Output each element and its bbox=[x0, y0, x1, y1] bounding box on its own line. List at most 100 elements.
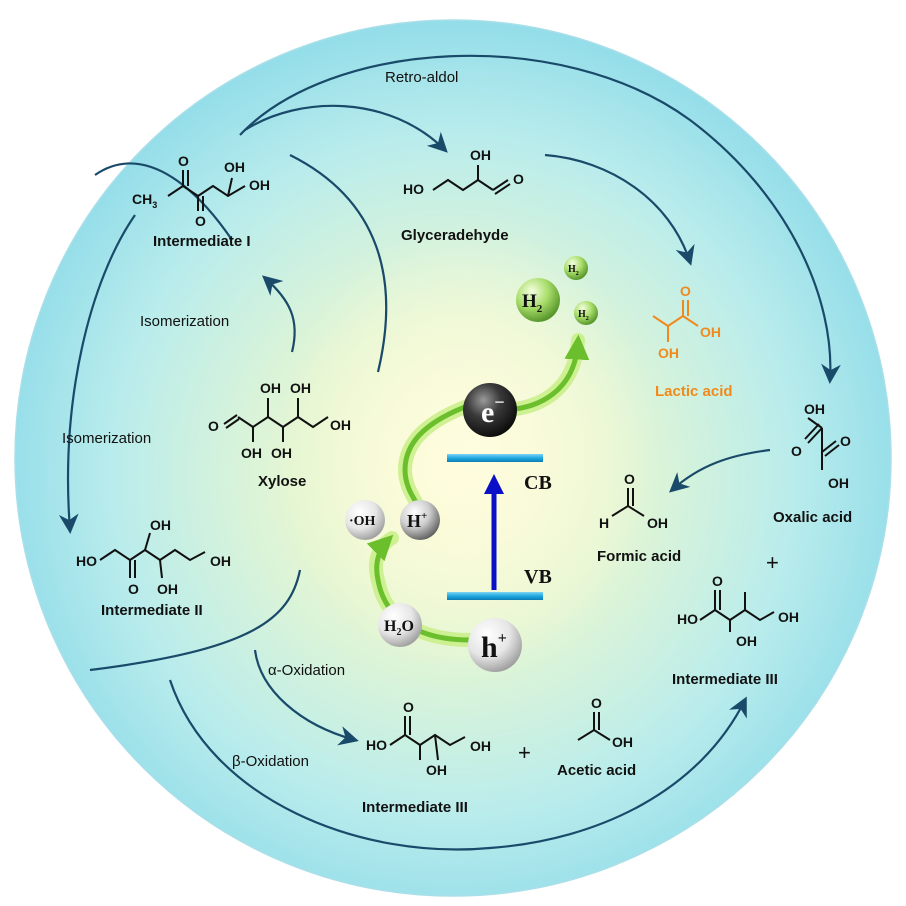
atom-label: O bbox=[178, 153, 189, 169]
proton-sphere bbox=[400, 500, 440, 540]
hydrogen-label-large: H2 bbox=[522, 291, 543, 315]
electron-to-proton-arrow bbox=[402, 402, 471, 511]
beta-oxidation-label: β-Oxidation bbox=[232, 753, 309, 770]
atom-label: OH bbox=[736, 633, 757, 649]
oxalic-acid-label: Oxalic acid bbox=[773, 509, 852, 526]
arc-intermediate-2 bbox=[89, 569, 302, 672]
atom-label: O bbox=[680, 283, 691, 299]
arrow-to-oxalic-acid bbox=[239, 54, 841, 384]
hydroxyl-radical-sphere bbox=[345, 500, 385, 540]
hole-sphere bbox=[468, 618, 522, 672]
alpha-oxidation-label: α-Oxidation bbox=[268, 662, 345, 679]
intermediate-3-bottom-label: Intermediate III bbox=[362, 799, 468, 816]
retro-aldol-label: Retro-aldol bbox=[385, 69, 458, 86]
xylose-label: Xylose bbox=[258, 473, 306, 490]
arrow-to-lactic-acid bbox=[544, 153, 695, 266]
intermediate-3-right-structure bbox=[699, 590, 775, 632]
atom-label: OH bbox=[249, 177, 270, 193]
atom-label: OH bbox=[804, 401, 825, 417]
hydrogen-label-small-1: H2 bbox=[568, 264, 579, 277]
acetic-acid-label: Acetic acid bbox=[557, 762, 636, 779]
water-label: H2O bbox=[384, 618, 414, 638]
glyceraldehyde-label: Glyceradehyde bbox=[401, 227, 509, 244]
intermediate-2-label: Intermediate II bbox=[101, 602, 203, 619]
atom-label: O bbox=[791, 443, 802, 459]
atom-label: OH bbox=[260, 380, 281, 396]
electron-label: e− bbox=[481, 392, 505, 429]
arrow-alpha-oxidation bbox=[253, 649, 359, 746]
formic-acid-structure bbox=[611, 488, 645, 517]
atom-label: O bbox=[624, 471, 635, 487]
conduction-band-label: CB bbox=[524, 472, 552, 494]
atom-label: OH bbox=[330, 417, 351, 433]
pathway-arrows bbox=[58, 54, 841, 851]
hole-oxidation-arrow bbox=[366, 534, 471, 643]
atom-label: OH bbox=[224, 159, 245, 175]
atom-label: OH bbox=[647, 515, 668, 531]
isomerization-left-label: Isomerization bbox=[62, 430, 151, 447]
atom-label: HO bbox=[366, 737, 387, 753]
atom-label: O bbox=[403, 699, 414, 715]
atom-label: OH bbox=[470, 738, 491, 754]
atom-label: O bbox=[840, 433, 851, 449]
lactic-acid-structure bbox=[652, 300, 699, 342]
atom-label: O bbox=[195, 213, 206, 229]
atom-label: OH bbox=[271, 445, 292, 461]
atom-label: O bbox=[128, 581, 139, 597]
water-sphere bbox=[378, 603, 422, 647]
arrow-retro-aldol bbox=[244, 104, 448, 153]
plus-sign-right: + bbox=[766, 550, 779, 575]
atom-label: O bbox=[208, 418, 219, 434]
acetic-acid-structure bbox=[577, 712, 611, 741]
intermediate-1-label: Intermediate I bbox=[153, 233, 251, 250]
atom-label: OH bbox=[470, 147, 491, 163]
atom-label: OH bbox=[700, 324, 721, 340]
atom-label: HO bbox=[76, 553, 97, 569]
arrow-isomerization-upper bbox=[262, 275, 296, 353]
hydrogen-label-small-2: H2 bbox=[578, 309, 589, 322]
valence-band bbox=[447, 592, 543, 600]
atom-label: OH bbox=[828, 475, 849, 491]
hydrogen-sphere-large bbox=[516, 278, 560, 322]
plus-sign-bottom: + bbox=[518, 740, 531, 765]
photocatalyst: CB VB e− h+ ·OH H+ H2O H2 H2 H2 bbox=[345, 256, 598, 672]
intermediate-2-structure bbox=[99, 532, 206, 579]
atom-label: OH bbox=[658, 345, 679, 361]
atom-label: OH bbox=[241, 445, 262, 461]
atom-label: OH bbox=[778, 609, 799, 625]
arrow-to-formic-acid bbox=[669, 448, 771, 493]
atom-label: H bbox=[599, 515, 609, 531]
arrow-isomerization-left bbox=[58, 214, 136, 534]
electron-sphere bbox=[463, 383, 517, 437]
hydrogen-sphere-small-1 bbox=[564, 256, 588, 280]
valence-band-label: VB bbox=[524, 566, 552, 588]
atom-label: OH bbox=[210, 553, 231, 569]
arrow-beta-oxidation bbox=[168, 679, 747, 851]
intermediate-3-right-label: Intermediate III bbox=[672, 671, 778, 688]
atom-label: HO bbox=[403, 181, 424, 197]
atom-label: CH3 bbox=[132, 191, 157, 210]
isomerization-upper-label: Isomerization bbox=[140, 313, 229, 330]
oxalic-acid-structure bbox=[804, 417, 840, 470]
formic-acid-label: Formic acid bbox=[597, 548, 681, 565]
hole-label: h+ bbox=[481, 630, 507, 664]
intermediate-3-bottom-structure bbox=[389, 716, 466, 761]
lactic-acid-label: Lactic acid bbox=[655, 383, 733, 400]
atom-label: OH bbox=[426, 762, 447, 778]
atom-label: O bbox=[591, 695, 602, 711]
atom-label: O bbox=[712, 573, 723, 589]
center-glow bbox=[280, 220, 660, 680]
glyceraldehyde-structure bbox=[432, 165, 511, 195]
atom-label: OH bbox=[612, 734, 633, 750]
atom-label: OH bbox=[290, 380, 311, 396]
atom-label: OH bbox=[150, 517, 171, 533]
atom-label: O bbox=[513, 171, 524, 187]
arrow-xylose-to-intermediate-1 bbox=[289, 154, 388, 373]
hydrogen-sphere-small-2 bbox=[574, 301, 598, 325]
atom-label: HO bbox=[677, 611, 698, 627]
xylose-structure bbox=[223, 398, 329, 442]
conduction-band bbox=[447, 454, 543, 462]
intermediate-1-structure bbox=[167, 170, 246, 211]
atom-label: OH bbox=[157, 581, 178, 597]
